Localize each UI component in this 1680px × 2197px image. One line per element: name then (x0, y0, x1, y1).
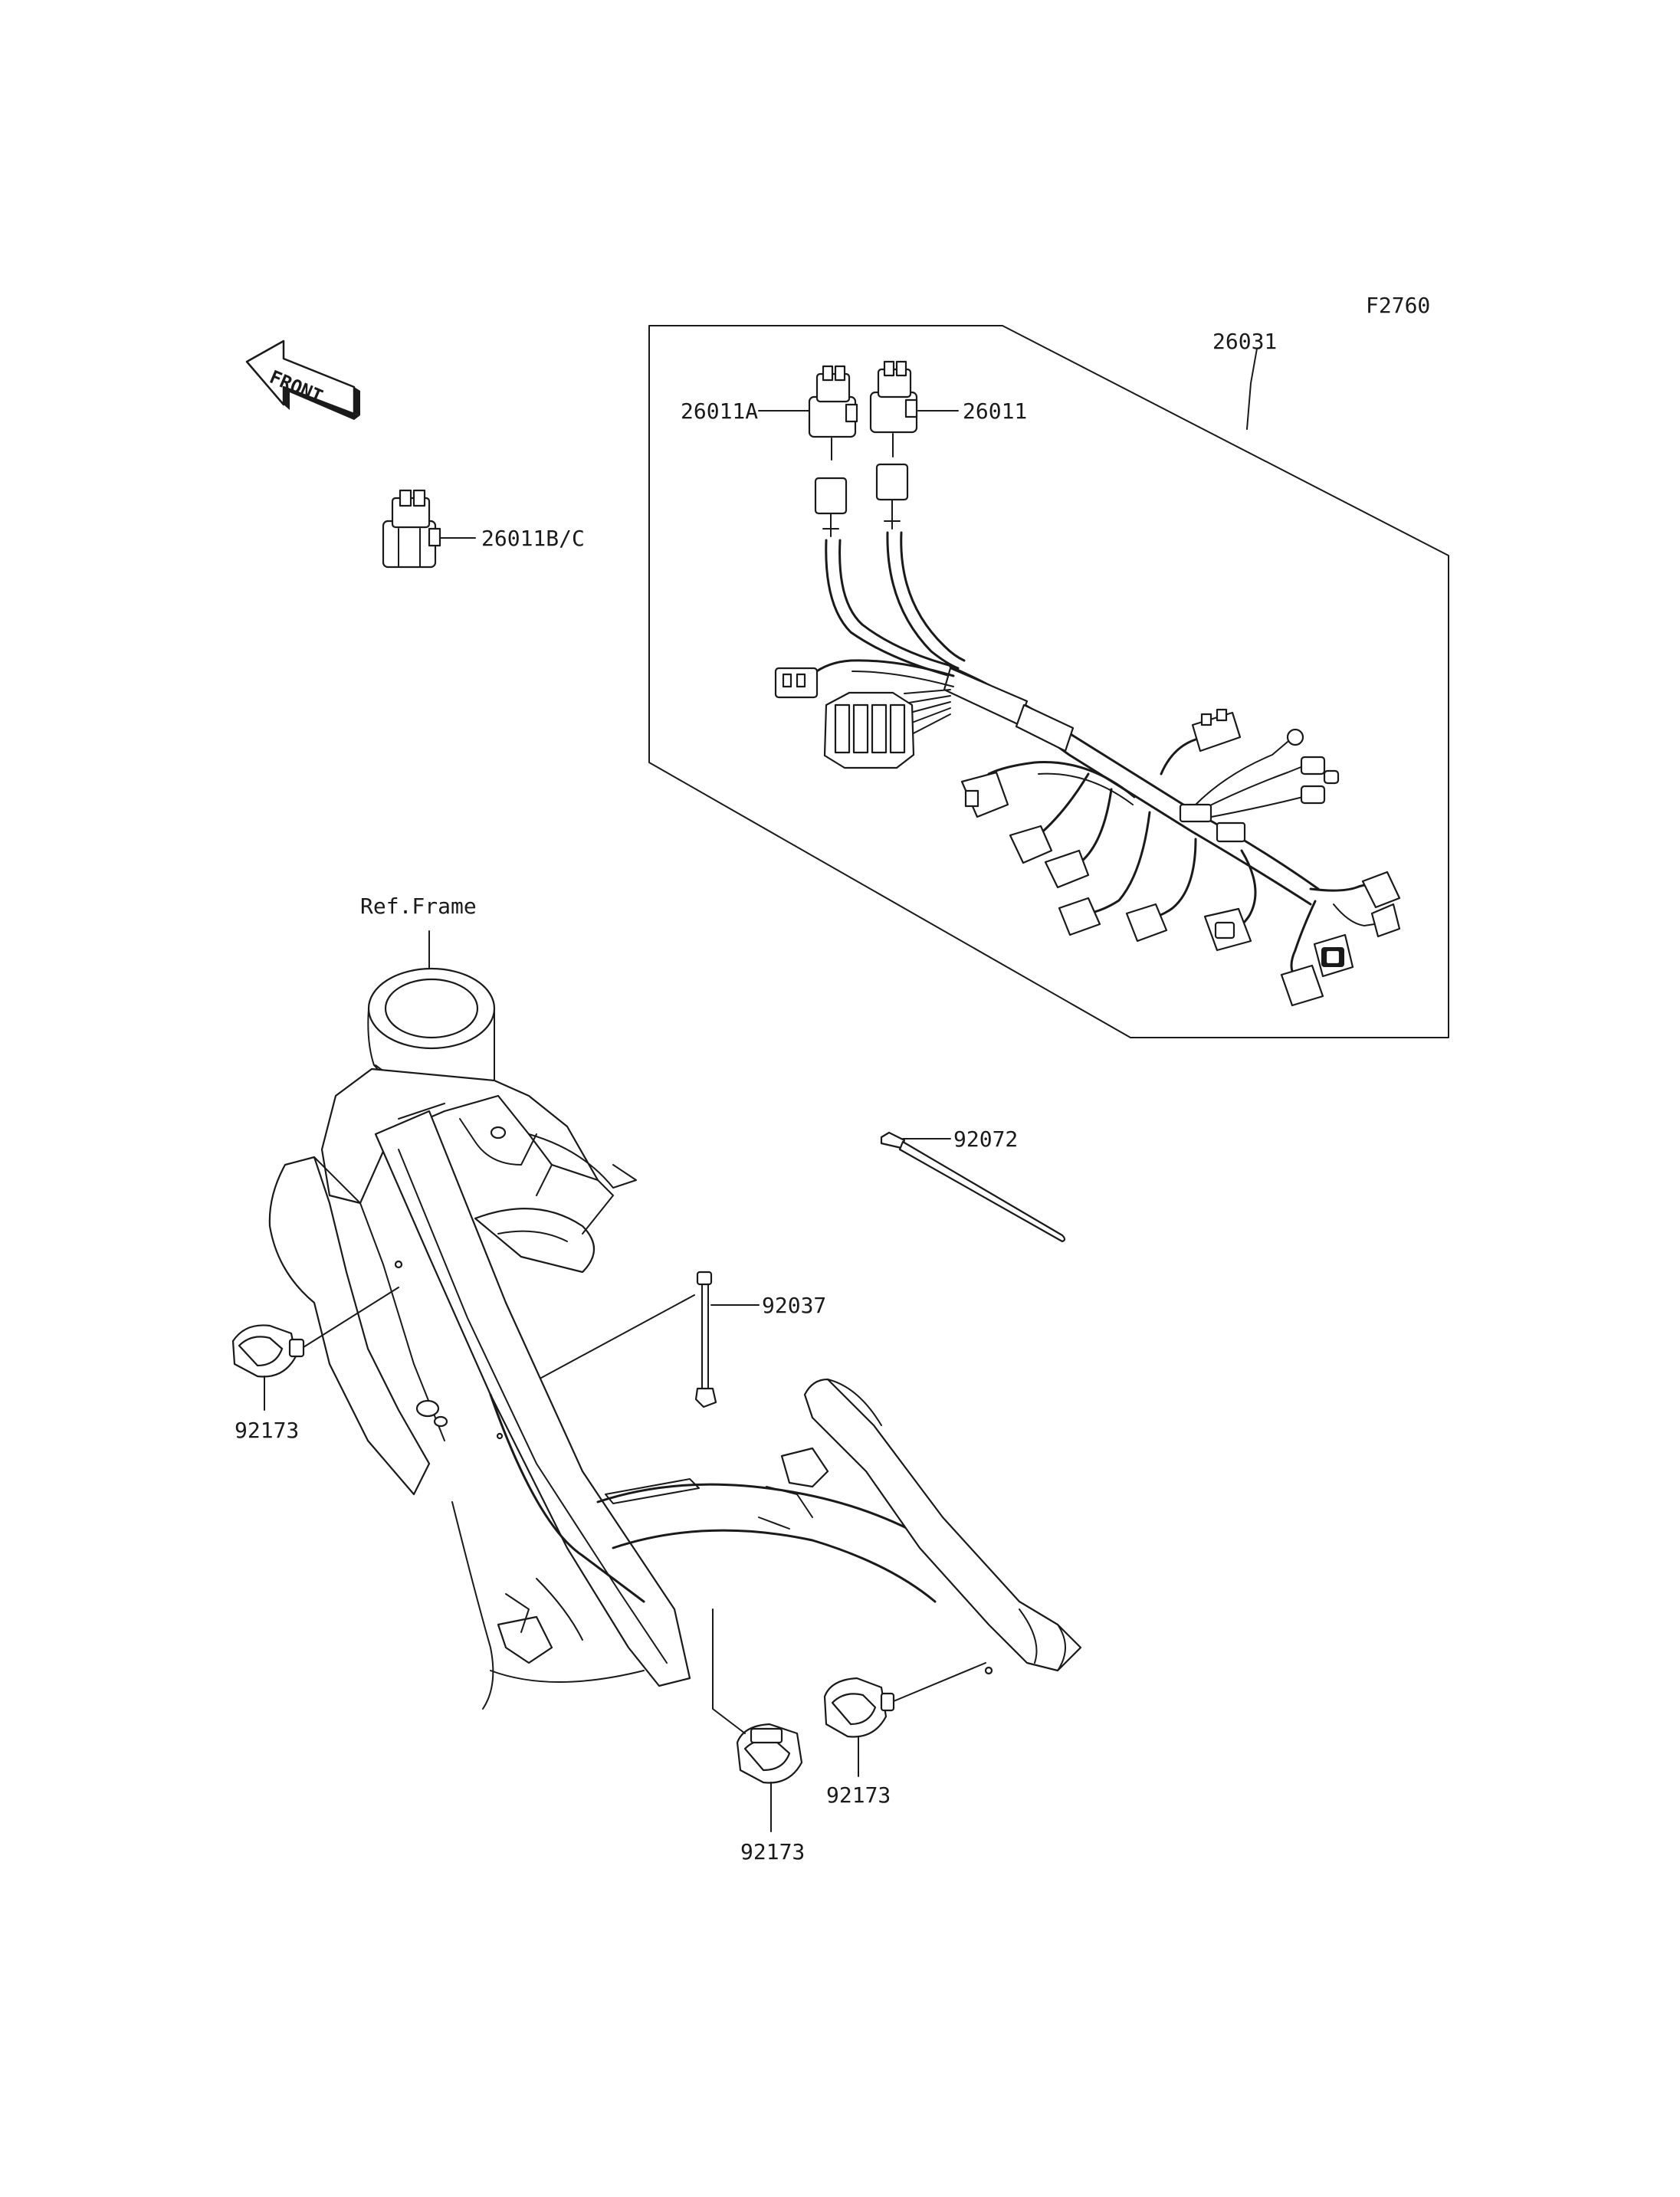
clamp-92173-bottom (736, 1723, 803, 1784)
part-label-26011: 26011 (963, 398, 1027, 424)
clamp-92037 (694, 1271, 717, 1408)
connector-26011a (808, 365, 858, 461)
leader-92173-bottom-mount (712, 1608, 746, 1734)
leader-92173-right-mount (893, 1662, 986, 1702)
leader-26031 (1246, 348, 1258, 430)
part-label-92173-bottom: 92173 (740, 1839, 805, 1864)
part-label-26031: 26031 (1212, 329, 1277, 354)
part-label-92072: 92072 (953, 1126, 1018, 1152)
reference-frame (268, 967, 1082, 1710)
leader-92173-left-mount (303, 1287, 399, 1348)
diagram-code: F2760 (1366, 293, 1430, 318)
connector-26011bc (382, 489, 476, 569)
harness-kit-outline (648, 325, 1449, 1038)
part-label-26011bc: 26011B/C (481, 526, 585, 551)
wiring-harness-26031 (774, 463, 1401, 1007)
front-direction-arrow-icon: FRONT (245, 339, 360, 420)
part-label-92173-right: 92173 (826, 1782, 891, 1808)
cable-tie-92072 (880, 1131, 1066, 1243)
ref-frame-label: Ref.Frame (360, 894, 477, 919)
clamp-92173-right (823, 1677, 895, 1738)
part-label-26011a: 26011A (681, 398, 758, 424)
connector-26011 (869, 360, 918, 457)
clamp-92173-left (231, 1324, 305, 1378)
part-label-92173-left: 92173 (235, 1418, 299, 1443)
part-label-92037: 92037 (762, 1293, 826, 1318)
